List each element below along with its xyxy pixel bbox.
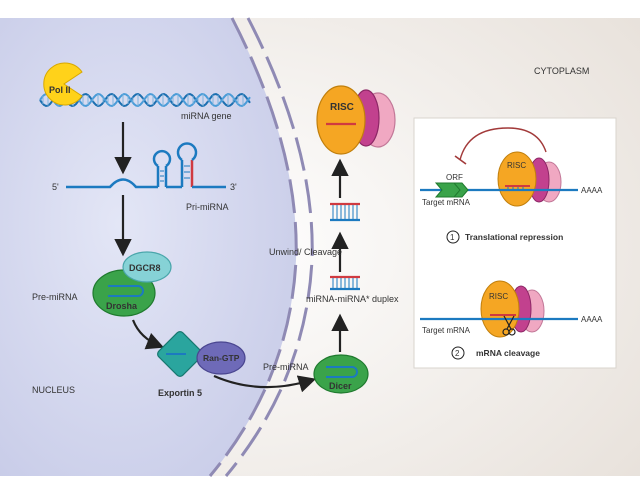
dicer-label: Dicer [329,381,352,391]
polya-top-label: AAAA [581,186,603,195]
pri-mirna-label: Pri-miRNA [186,202,229,212]
drosha-label: Drosha [106,301,138,311]
nucleus-label: NUCLEUS [32,385,75,395]
target-mrna-top-label: Target mRNA [422,198,471,207]
risc-bottom-label: RISC [489,292,508,301]
mirna-duplex [330,275,360,291]
pol2-enzyme: Pol II [43,62,83,106]
nuclear-envelope-inner [208,17,298,477]
target-mrna-bottom-label: Target mRNA [422,326,471,335]
pre-mirna-nucleus-label: Pre-miRNA [32,292,78,302]
dgcr8-protein [122,251,172,283]
pri-mirna-transcript [66,142,226,189]
pol2-label: Pol II [49,85,71,95]
duplex-label: miRNA-miRNA* duplex [306,294,399,304]
unwinding-duplex [330,202,360,222]
cytoplasm-label: CYTOPLASM [534,66,589,76]
ran-gtp-protein [196,341,246,375]
export-arrow [131,319,165,350]
pre-mirna-cyto-label: Pre-miRNA [263,362,309,372]
unwind-label: Unwind/ Cleavage [269,247,342,257]
nuclear-envelope-outer [224,17,314,477]
ran-gtp-label: Ran-GTP [203,353,240,363]
mrna-cleavage-panel: RISC Target mRNA AAAA 2 mRNA cleavage [420,280,603,360]
exportin5-label: Exportin 5 [158,388,202,398]
orf-shape [434,182,469,198]
five-prime-label: 5' [52,182,59,192]
dicer-enzyme [313,354,369,394]
repression-arc [459,127,547,161]
exportin-complex: Ran-GTP [157,331,246,377]
polya-bottom-label: AAAA [581,315,603,324]
scissors-icon [502,315,516,336]
dgcr8-label: DGCR8 [129,263,161,273]
step2-number: 2 [455,349,460,358]
step2-text: mRNA cleavage [476,348,540,358]
step1-number: 1 [450,233,455,242]
transport-arrow [213,374,317,393]
translational-repression-panel: ORF RISC Target mRNA AAAA 1 Translationa… [420,127,603,244]
dicer-complex: Dicer [313,354,369,394]
three-prime-label: 3' [230,182,237,192]
step1-text: Translational repression [465,232,563,242]
microprocessor-complex: DGCR8 Drosha [92,251,172,317]
orf-label: ORF [446,173,463,182]
step1-circle [446,230,460,244]
risc-complex-main: RISC [316,85,396,155]
step2-circle [451,346,465,360]
risc-top-label: RISC [507,161,526,170]
risc-main-label: RISC [330,102,354,113]
mirna-gene-label: miRNA gene [181,111,232,121]
